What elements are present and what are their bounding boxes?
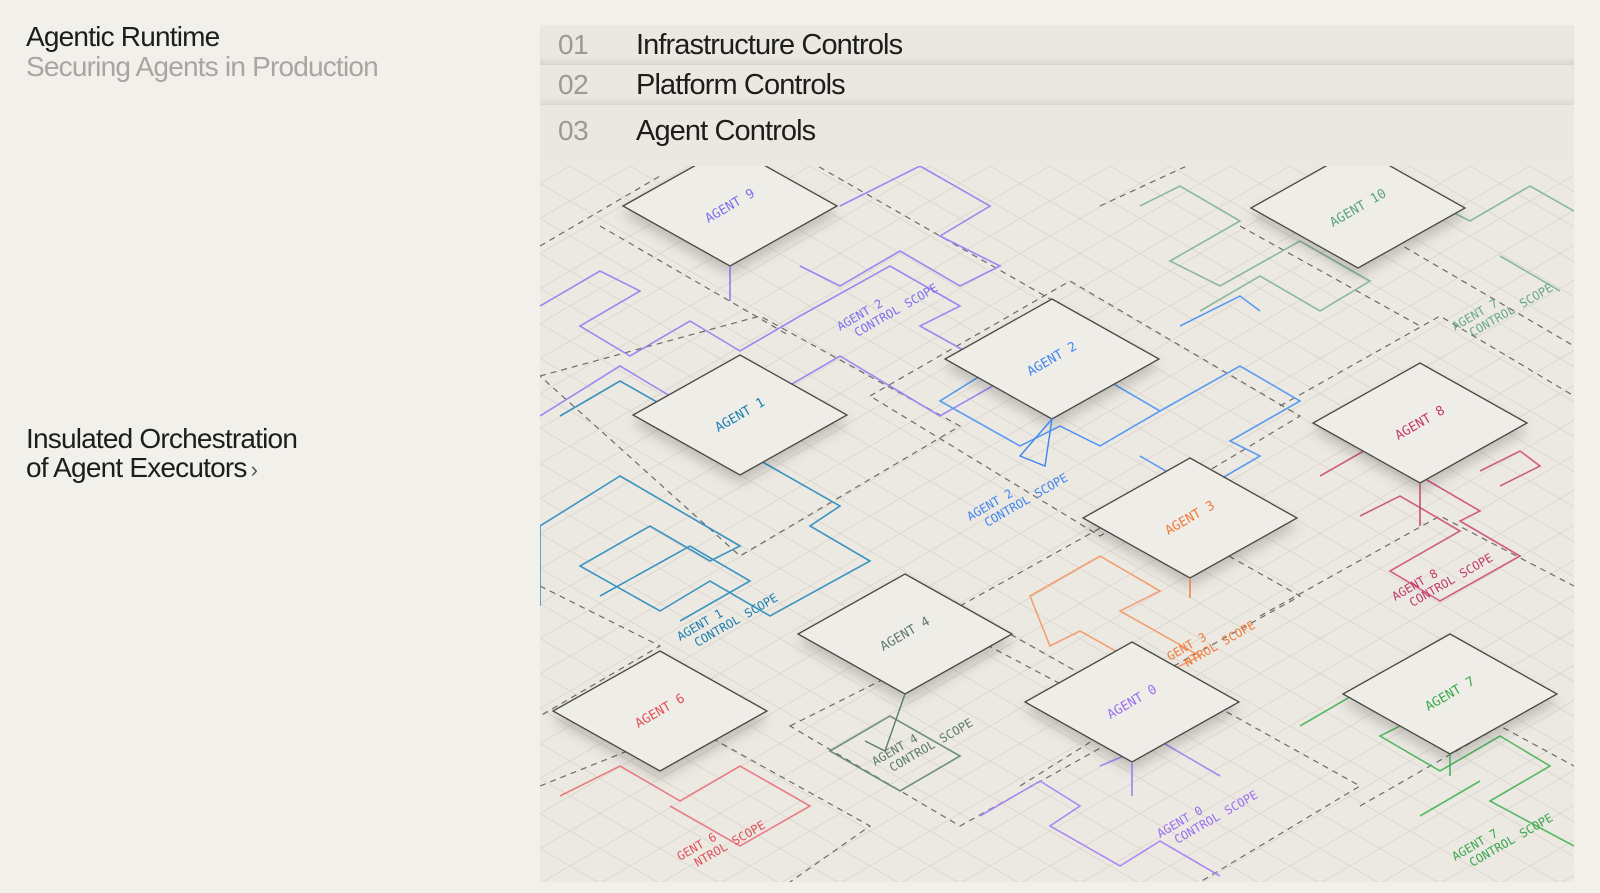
section-heading-line1: Insulated Orchestration: [26, 423, 298, 454]
isometric-agent-diagram: AGENT 9 AGENT 10 AGENT 2 AGENT 1 AGENT 8…: [540, 166, 1574, 882]
tab-infrastructure-controls[interactable]: 01 Infrastructure Controls: [540, 25, 1574, 66]
agent-10-node[interactable]: AGENT 10: [1249, 166, 1467, 269]
tab-number: 02: [558, 69, 589, 100]
agent-2-node[interactable]: AGENT 2: [943, 298, 1161, 467]
app-title: Agentic Runtime: [26, 21, 220, 52]
tab-agent-controls[interactable]: 03 Agent Controls: [540, 105, 1574, 166]
agent-1-node[interactable]: AGENT 1: [631, 354, 849, 476]
agent-0-node[interactable]: AGENT 0: [1023, 641, 1241, 796]
chevron-right-icon: ›: [250, 457, 258, 482]
tab-platform-controls[interactable]: 02 Platform Controls: [540, 65, 1574, 106]
tab-label: Platform Controls: [636, 68, 846, 101]
tab-number: 01: [558, 29, 589, 60]
agent-7-node[interactable]: AGENT 7: [1341, 633, 1559, 776]
tab-number: 03: [558, 115, 589, 146]
zone-boundaries: [540, 166, 1574, 882]
section-heading[interactable]: Insulated Orchestration of Agent Executo…: [26, 423, 298, 484]
section-heading-line2: of Agent Executors: [26, 452, 247, 483]
controls-tab-list: 01 Infrastructure Controls 02 Platform C…: [540, 25, 1574, 166]
brand-block: Agentic Runtime Securing Agents in Produ…: [26, 21, 379, 82]
agent-8-node[interactable]: AGENT 8: [1311, 362, 1529, 526]
tab-label: Infrastructure Controls: [636, 28, 903, 61]
app-subtitle: Securing Agents in Production: [26, 51, 379, 82]
agent-4-node[interactable]: AGENT 4: [796, 573, 1014, 752]
tab-label: Agent Controls: [636, 115, 816, 147]
agent-3-node[interactable]: AGENT 3: [1081, 457, 1299, 598]
agent-9-node[interactable]: AGENT 9: [621, 166, 839, 301]
agent-6-node[interactable]: AGENT 6: [551, 650, 769, 772]
diagram-panel: 01 Infrastructure Controls 02 Platform C…: [540, 25, 1574, 882]
iso-grid: [540, 166, 1574, 882]
